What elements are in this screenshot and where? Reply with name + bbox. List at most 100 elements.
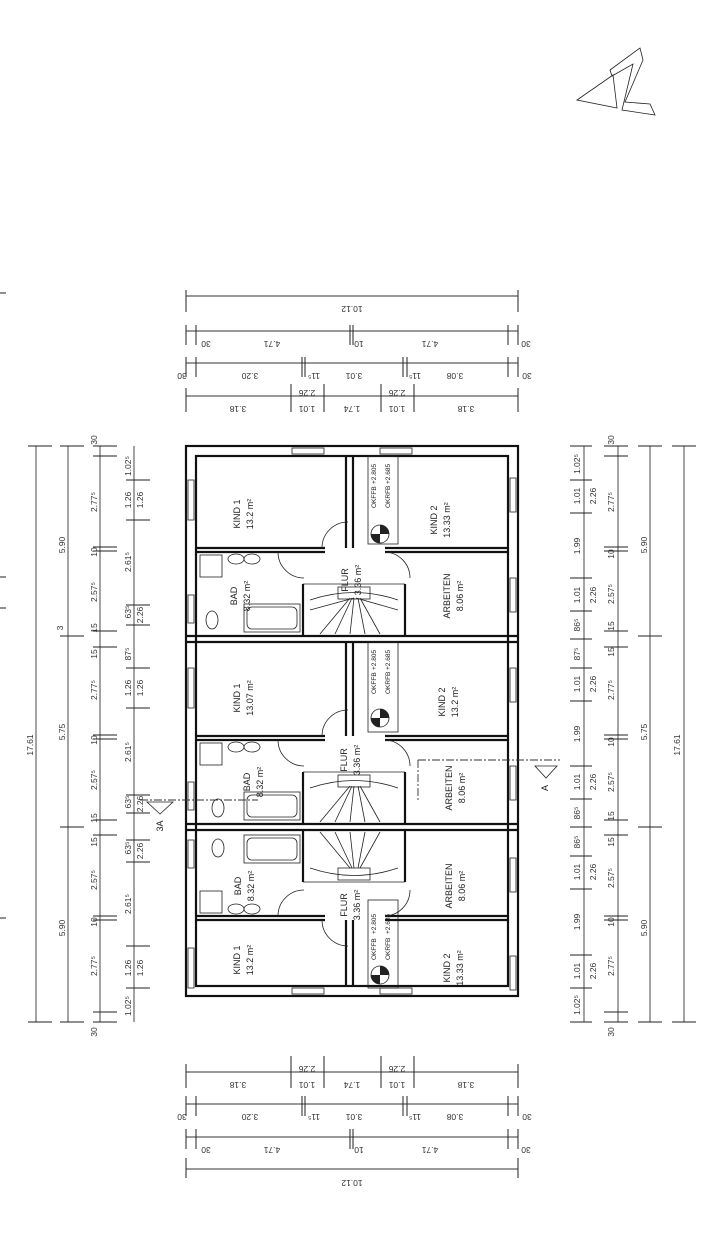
room-flur-name: FLUR <box>339 748 349 772</box>
room-flur-area: 3.36 m² <box>353 565 363 596</box>
bottom-dim-total: 10.12 <box>341 1178 363 1188</box>
svg-text:1.01: 1.01 <box>298 404 315 414</box>
svg-text:2.77⁵: 2.77⁵ <box>89 956 99 976</box>
svg-text:1.99: 1.99 <box>572 913 582 930</box>
section-marker-a-icon <box>534 765 558 779</box>
svg-text:1.01: 1.01 <box>572 863 582 880</box>
svg-text:2.26: 2.26 <box>135 795 145 812</box>
svg-text:5.75: 5.75 <box>57 723 67 740</box>
svg-text:2.61⁵: 2.61⁵ <box>123 552 133 572</box>
svg-text:3.20: 3.20 <box>241 371 258 381</box>
svg-text:OKRFB: OKRFB <box>385 486 392 508</box>
room-arbeiten-name: ARBEITEN <box>444 863 454 908</box>
unit-1: OKFFB +2.805 OKRFB +2.685 KIND 1 13.2 m²… <box>187 447 517 636</box>
svg-text:5.90: 5.90 <box>57 919 67 936</box>
svg-text:3.18: 3.18 <box>229 1080 246 1090</box>
svg-text:OKFFB: OKFFB <box>371 672 378 694</box>
svg-text:+2.805: +2.805 <box>371 650 378 670</box>
svg-text:10: 10 <box>89 917 99 927</box>
room-kind2-name: KIND 2 <box>442 953 452 982</box>
margin-marks <box>0 292 6 919</box>
room-kind2-name: KIND 2 <box>429 505 439 534</box>
level-marker: OKFFB +2.805 OKRFB +2.685 <box>367 455 399 545</box>
room-bad-name: BAD <box>233 876 243 895</box>
svg-text:OKFFB: OKFFB <box>371 938 378 960</box>
svg-text:1.02⁵: 1.02⁵ <box>572 454 582 474</box>
svg-text:10: 10 <box>606 737 616 747</box>
room-kind2-name: KIND 2 <box>437 687 447 716</box>
room-kind2-area: 13.2 m² <box>450 687 460 718</box>
svg-text:30: 30 <box>522 1112 532 1122</box>
room-flur-name: FLUR <box>340 568 350 592</box>
svg-text:2.77⁵: 2.77⁵ <box>606 680 616 700</box>
svg-text:86⁵: 86⁵ <box>572 836 582 849</box>
svg-text:2.77⁵: 2.77⁵ <box>606 492 616 512</box>
svg-text:+2.805: +2.805 <box>371 464 378 484</box>
svg-text:2.26: 2.26 <box>588 675 598 692</box>
svg-text:+2.685: +2.685 <box>385 914 392 934</box>
unit-3: OKFFB +2.805 OKRFB +2.685 KIND 1 13.2 m²… <box>187 830 517 995</box>
level-marker: OKFFB +2.805 OKRFB +2.685 <box>367 641 399 733</box>
room-kind1-name: KIND 1 <box>232 945 242 974</box>
svg-text:3.18: 3.18 <box>229 404 246 414</box>
svg-text:1.26: 1.26 <box>123 679 133 696</box>
svg-text:5.90: 5.90 <box>57 536 67 553</box>
svg-text:4.71: 4.71 <box>263 339 280 349</box>
svg-text:1.26: 1.26 <box>135 491 145 508</box>
room-kind1-area: 13.2 m² <box>245 945 255 976</box>
svg-text:1.26: 1.26 <box>123 491 133 508</box>
svg-text:15: 15 <box>606 647 616 657</box>
svg-text:3.08: 3.08 <box>446 1112 463 1122</box>
svg-text:63⁵: 63⁵ <box>123 796 133 809</box>
svg-text:30: 30 <box>522 371 532 381</box>
svg-text:86⁵: 86⁵ <box>572 619 582 632</box>
svg-text:1.99: 1.99 <box>572 725 582 742</box>
room-arbeiten-name: ARBEITEN <box>444 765 454 810</box>
room-kind2-area: 13.33 m² <box>455 950 465 986</box>
svg-text:87⁵: 87⁵ <box>572 648 582 661</box>
room-bad-name: BAD <box>242 772 252 791</box>
top-dimensions: 10.12 30 4.71 10 4.71 30 30 3.20 11⁵ 3.0… <box>177 290 532 414</box>
svg-text:1.74: 1.74 <box>343 404 360 414</box>
room-flur-area: 3.36 m² <box>352 745 362 776</box>
svg-text:86⁵: 86⁵ <box>572 807 582 820</box>
room-flur-area: 3.36 m² <box>352 890 362 921</box>
svg-text:1.01: 1.01 <box>298 1080 315 1090</box>
room-arbeiten-area: 8.06 m² <box>457 871 467 902</box>
svg-text:+2.685: +2.685 <box>385 464 392 484</box>
room-kind1-area: 13.07 m² <box>245 680 255 716</box>
svg-text:2.57⁵: 2.57⁵ <box>606 868 616 888</box>
svg-text:15: 15 <box>89 623 99 633</box>
svg-text:3.01: 3.01 <box>345 1112 362 1122</box>
svg-text:3.18: 3.18 <box>457 1080 474 1090</box>
svg-text:4.71: 4.71 <box>421 1145 438 1155</box>
svg-text:30: 30 <box>89 1027 99 1037</box>
right-dimensions: 1.02⁵ 1.01 2.26 1.99 1.01 2.26 86⁵ 87⁵ 1… <box>570 435 696 1037</box>
svg-text:+2.805: +2.805 <box>371 914 378 934</box>
svg-text:63⁵: 63⁵ <box>123 842 133 855</box>
svg-text:15: 15 <box>89 813 99 823</box>
svg-text:OKRFB: OKRFB <box>385 938 392 960</box>
svg-text:2.26: 2.26 <box>588 586 598 603</box>
svg-text:11⁵: 11⁵ <box>308 371 320 381</box>
svg-text:11⁵: 11⁵ <box>409 371 421 381</box>
svg-text:5.90: 5.90 <box>639 919 649 936</box>
stair-icon <box>309 586 399 635</box>
svg-text:10: 10 <box>606 549 616 559</box>
svg-text:30: 30 <box>177 371 187 381</box>
room-kind1-name: KIND 1 <box>232 683 242 712</box>
svg-text:2.57⁵: 2.57⁵ <box>89 870 99 890</box>
room-arbeiten-name: ARBEITEN <box>442 573 452 618</box>
svg-text:1.01: 1.01 <box>388 404 405 414</box>
svg-text:1.01: 1.01 <box>572 586 582 603</box>
svg-text:2.61⁵: 2.61⁵ <box>123 894 133 914</box>
svg-text:30: 30 <box>177 1112 187 1122</box>
svg-text:3: 3 <box>55 625 65 630</box>
left-dimensions: 17.61 5.90 5.75 5.90 3 30 2.77⁵ 10 2.57⁵… <box>25 435 150 1037</box>
room-arbeiten-area: 8.06 m² <box>455 581 465 612</box>
svg-text:15: 15 <box>89 837 99 847</box>
svg-text:15: 15 <box>606 811 616 821</box>
section-marker-3a-icon <box>145 801 175 815</box>
svg-text:1.26: 1.26 <box>135 679 145 696</box>
